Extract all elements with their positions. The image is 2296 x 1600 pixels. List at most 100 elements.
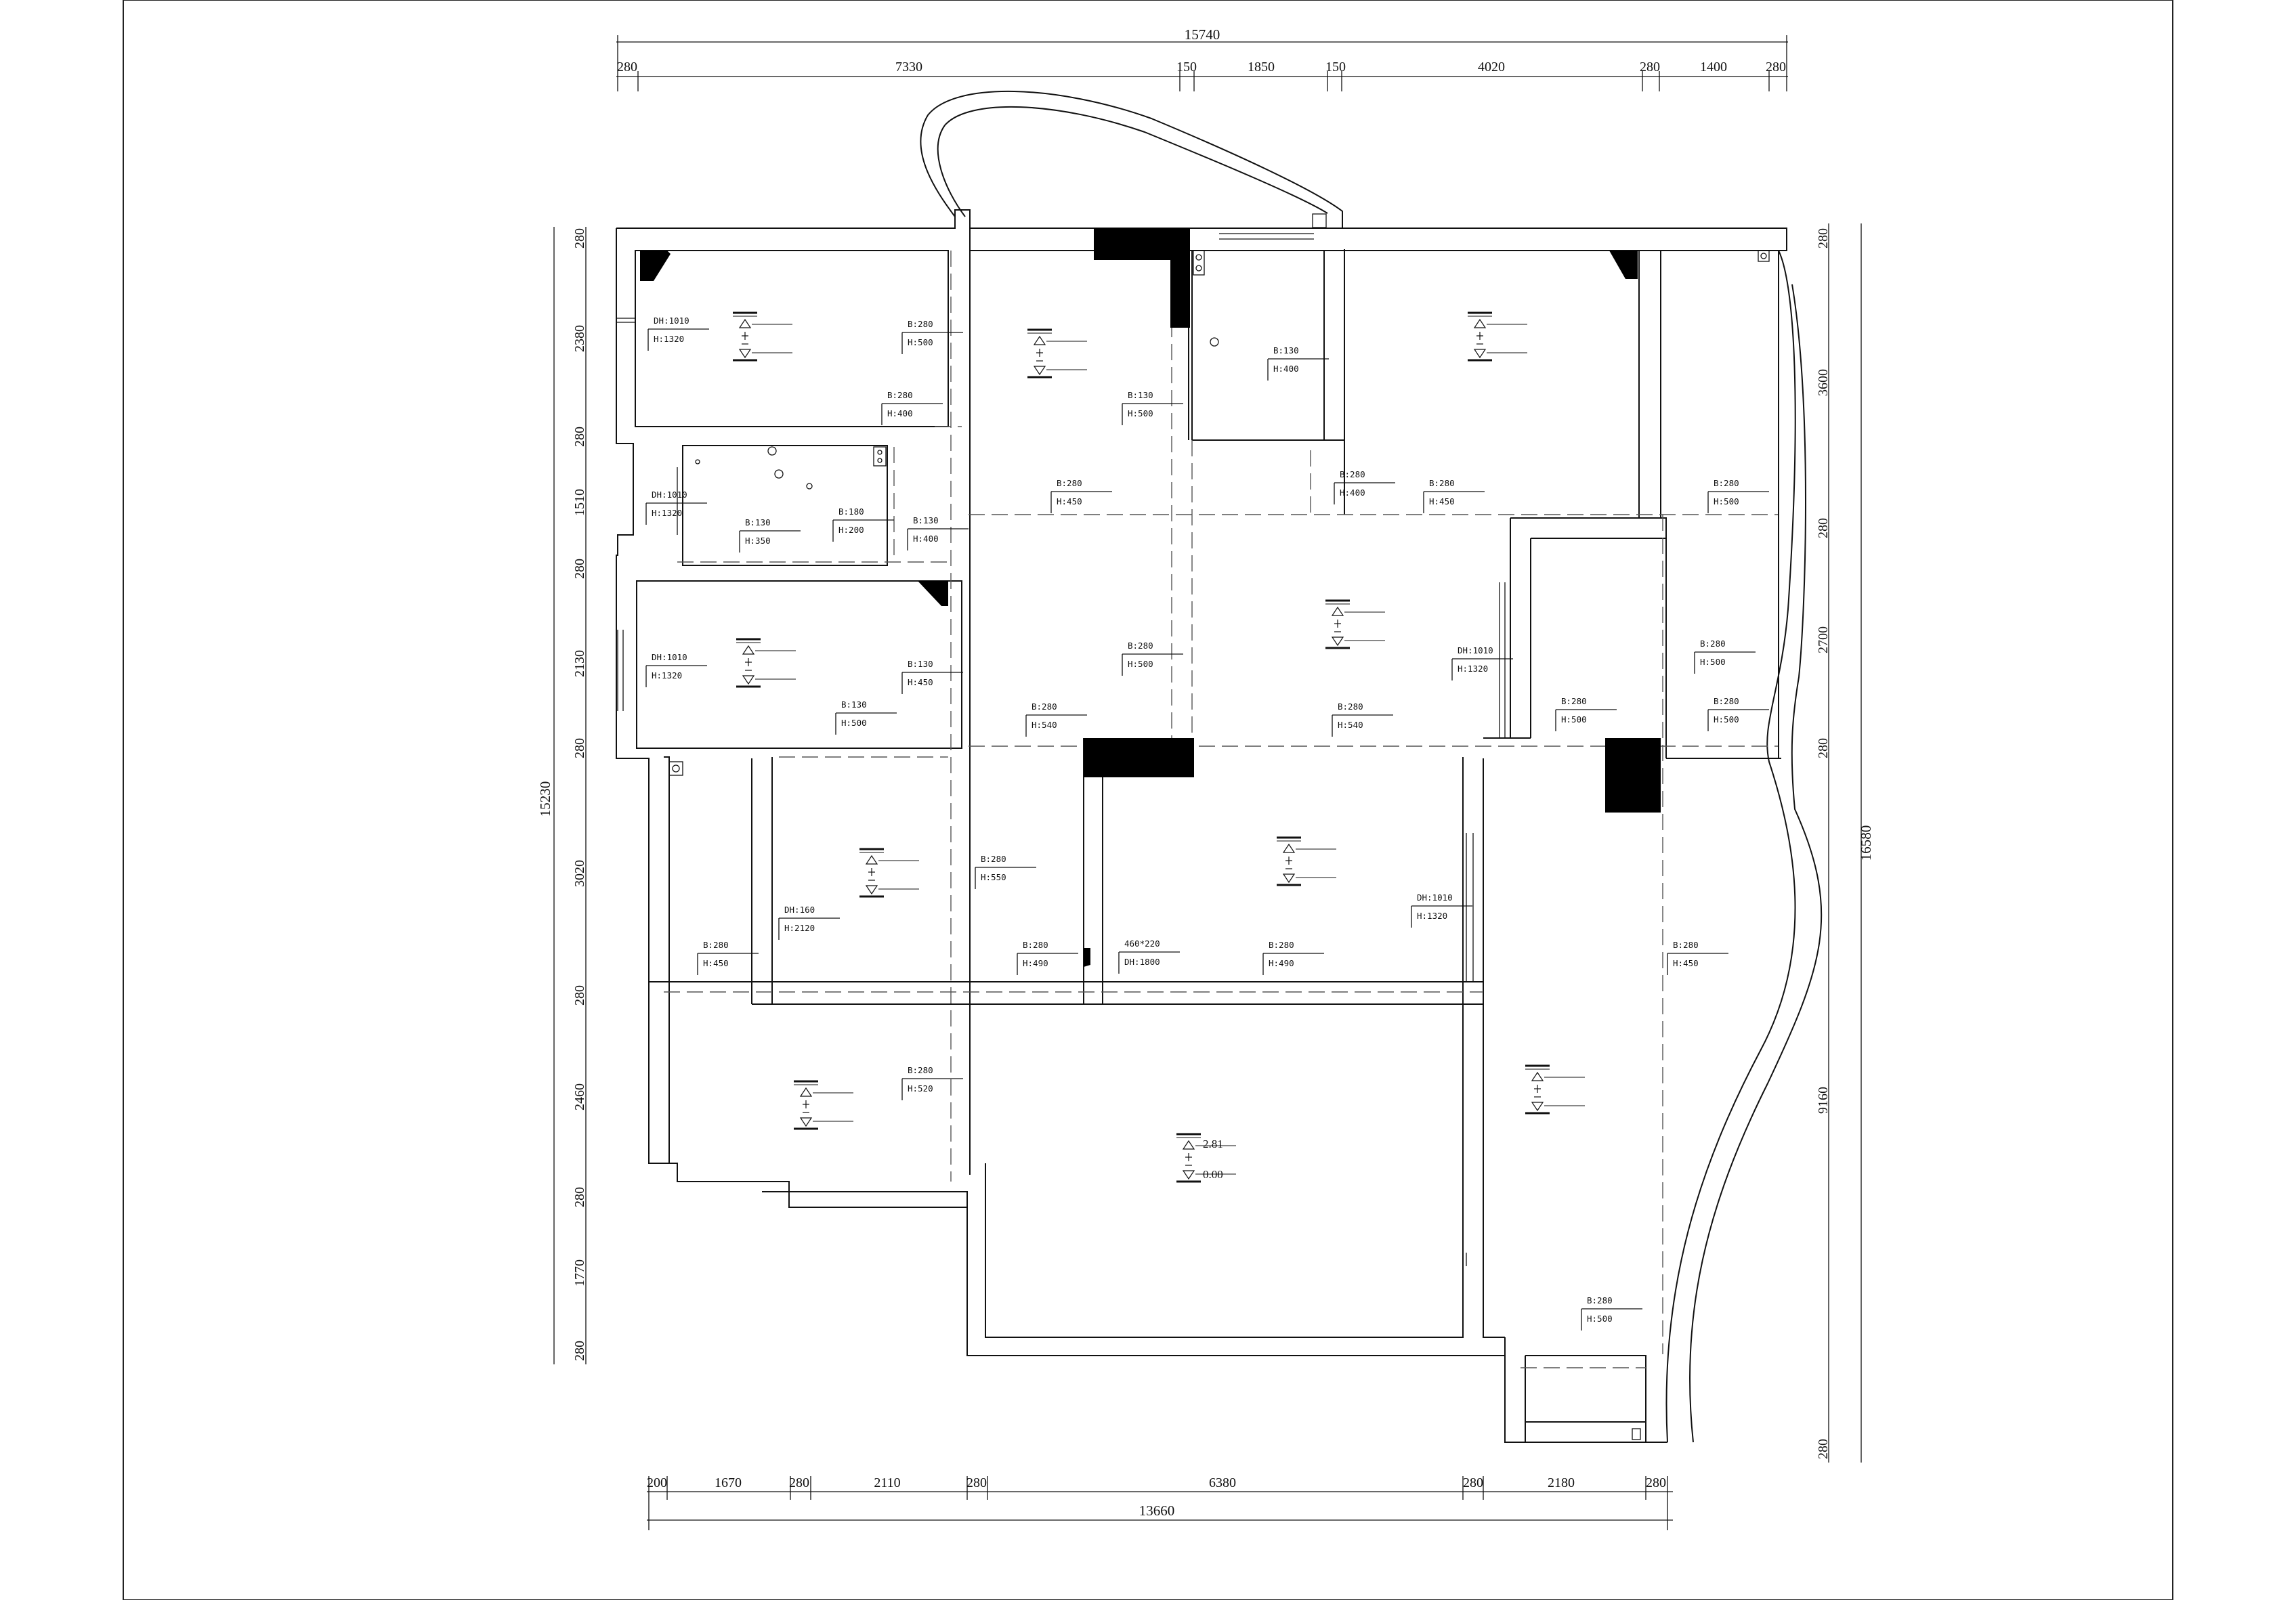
dim-label: 280 — [789, 1475, 809, 1490]
annotation-line-1: B:280 — [1714, 478, 1739, 488]
dimension-right: 16580 280 3600 280 2700 280 9160 280 — [1816, 223, 1874, 1463]
annotation-line-1: B:130 — [745, 517, 771, 527]
dim-bottom-total: 13660 — [1139, 1502, 1175, 1519]
ceiling-level-symbol — [1468, 311, 1527, 362]
dim-label: 3020 — [572, 860, 587, 887]
annotation-line-1: DH:160 — [784, 905, 815, 915]
dim-label: 280 — [966, 1475, 987, 1490]
dim-label: 280 — [1816, 738, 1831, 758]
annotation-line-1: B:280 — [1673, 940, 1699, 950]
structural-columns — [640, 228, 1661, 967]
annotation-line-1: B:280 — [1269, 940, 1294, 950]
dim-label: 2180 — [1548, 1475, 1575, 1490]
annotation-line-2: H:450 — [1429, 496, 1455, 506]
dim-label: 280 — [617, 60, 637, 74]
dim-label: 6380 — [1209, 1475, 1236, 1490]
dim-label: 280 — [1640, 60, 1660, 74]
ceiling-level-symbol — [794, 1080, 853, 1130]
dim-label: 2700 — [1816, 626, 1831, 653]
annotation-line-1: DH:1010 — [1458, 645, 1493, 655]
dim-label: 280 — [1816, 228, 1831, 248]
annotation-line-1: B:280 — [1587, 1295, 1613, 1305]
annotation-line-2: H:500 — [1587, 1314, 1613, 1324]
annotation-line-2: H:2120 — [784, 923, 815, 933]
annotation-line-2: H:500 — [1128, 659, 1153, 669]
ceiling-level-symbol — [1277, 836, 1336, 886]
annotation-line-1: B:180 — [838, 506, 864, 517]
dim-label: 280 — [572, 228, 587, 248]
dim-label: 280 — [1816, 518, 1831, 538]
dim-label: 2380 — [572, 325, 587, 352]
annotation-line-2: H:500 — [1714, 714, 1739, 725]
dim-label: 280 — [572, 1341, 587, 1361]
dim-label: 2110 — [874, 1475, 900, 1490]
annotation-line-1: B:280 — [1023, 940, 1048, 950]
ceiling-level-symbol — [1525, 1064, 1585, 1115]
annotation-line-2: H:350 — [745, 536, 771, 546]
dim-right-total: 16580 — [1858, 825, 1874, 861]
fixtures — [668, 250, 1770, 1440]
annotation-line-2: DH:1800 — [1124, 957, 1160, 967]
annotation-line-2: H:500 — [841, 718, 867, 728]
annotation-line-2: H:450 — [908, 677, 933, 687]
ceiling-level-symbol — [859, 848, 919, 898]
annotation-line-2: H:500 — [1714, 496, 1739, 506]
ceiling-level-symbol — [736, 638, 796, 688]
dim-left-total: 15230 — [537, 781, 553, 817]
annotation-line-1: B:280 — [887, 390, 913, 400]
level-low: 0.00 — [1203, 1168, 1223, 1181]
annotation-line-2: H:1320 — [1458, 664, 1488, 674]
annotation-line-1: B:130 — [1273, 345, 1299, 355]
annotation-line-1: B:280 — [1128, 641, 1153, 651]
balcony-curve — [920, 91, 1343, 228]
annotation-line-1: B:280 — [1700, 639, 1726, 649]
annotation-line-1: B:130 — [913, 515, 939, 525]
annotation-line-1: B:280 — [1429, 478, 1455, 488]
annotation-line-2: H:400 — [1340, 488, 1365, 498]
ceiling-annotations: DH:1010H:1320B:280H:500B:280H:400B:130H:… — [645, 316, 1769, 1331]
dim-label: 4020 — [1478, 60, 1505, 74]
annotation-line-2: H:540 — [1032, 720, 1057, 730]
annotation-line-1: B:280 — [908, 319, 933, 329]
annotation-line-1: B:280 — [1057, 478, 1082, 488]
annotation-line-1: B:130 — [908, 659, 933, 669]
annotation-line-2: H:450 — [1057, 496, 1082, 506]
level-symbols — [733, 311, 1585, 1183]
ceiling-level-symbol — [733, 311, 792, 362]
annotation-line-2: H:500 — [1700, 657, 1726, 667]
annotation-line-2: H:450 — [703, 958, 729, 968]
dim-label: 280 — [1766, 60, 1786, 74]
annotation-line-2: H:1320 — [1417, 911, 1447, 921]
annotation-line-1: B:280 — [1338, 701, 1363, 712]
dim-label: 9160 — [1816, 1087, 1831, 1114]
annotation-line-2: H:490 — [1269, 958, 1294, 968]
annotation-line-1: B:280 — [908, 1065, 933, 1075]
annotation-line-2: H:500 — [908, 337, 933, 347]
annotation-line-1: DH:1010 — [652, 652, 687, 662]
ceiling-level-symbol — [1027, 328, 1087, 379]
window-marks — [616, 228, 1506, 1266]
dim-label: 280 — [572, 738, 587, 758]
annotation-line-2: H:450 — [1673, 958, 1699, 968]
